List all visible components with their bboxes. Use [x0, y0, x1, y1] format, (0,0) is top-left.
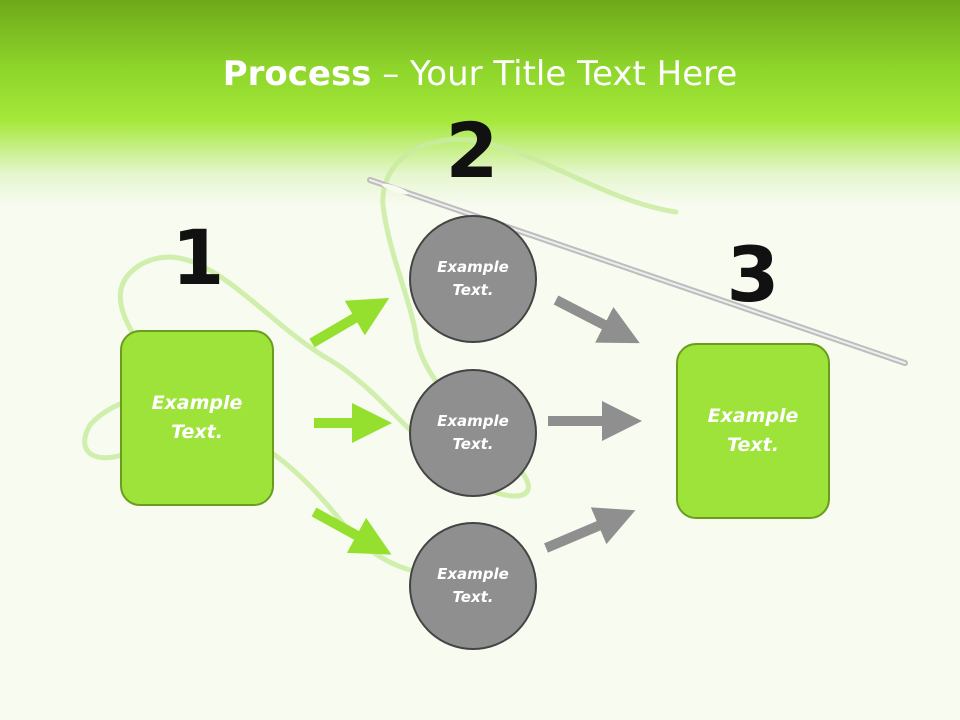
step-1-box: Example Text.: [120, 330, 274, 506]
step-number-3: 3: [726, 230, 780, 319]
circle-top-text: Example Text.: [437, 258, 509, 299]
title-bold: Process: [222, 54, 372, 94]
step-2-circle-middle: Example Text.: [409, 369, 537, 497]
step-number-2: 2: [445, 106, 499, 195]
step-3-box-text: Example Text.: [707, 405, 799, 456]
step-2-circle-top: Example Text.: [409, 215, 537, 343]
needle-icon: [367, 177, 908, 366]
step-1-box-text: Example Text.: [151, 392, 243, 443]
title-rest: – Your Title Text Here: [371, 54, 738, 94]
arrow-1-to-2c: [311, 507, 392, 555]
step-number-1: 1: [171, 213, 225, 302]
step-2-circle-bottom: Example Text.: [409, 522, 537, 650]
slide-title: Process – Your Title Text Here: [0, 52, 960, 96]
step-3-box: Example Text.: [676, 343, 830, 519]
circle-bottom-text: Example Text.: [437, 565, 509, 606]
arrow-2c-to-3: [544, 507, 636, 553]
arrow-1-to-2a: [309, 297, 390, 348]
arrow-2a-to-3: [553, 295, 640, 344]
circle-middle-text: Example Text.: [437, 412, 509, 453]
